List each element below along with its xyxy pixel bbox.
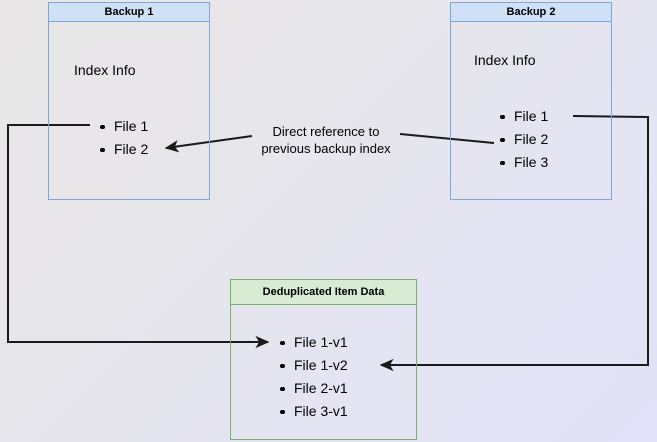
list-item: File 1-v2 bbox=[280, 354, 348, 377]
direct-reference-caption: Direct reference to previous backup inde… bbox=[261, 124, 391, 156]
dedup-header: Deduplicated Item Data bbox=[230, 279, 417, 305]
backup1-header: Backup 1 bbox=[48, 2, 210, 22]
dedup-body bbox=[230, 305, 417, 440]
backup1-index-info-label: Index Info bbox=[74, 62, 136, 78]
list-item: File 1-v1 bbox=[280, 331, 348, 354]
list-item: File 1 bbox=[100, 115, 148, 138]
dedup-file-list: File 1-v1 File 1-v2 File 2-v1 File 3-v1 bbox=[280, 331, 348, 423]
list-item: File 1 bbox=[500, 105, 548, 128]
list-item: File 2 bbox=[100, 138, 148, 161]
list-item: File 3 bbox=[500, 151, 548, 174]
backup1-body bbox=[48, 22, 210, 200]
list-item: File 2 bbox=[500, 128, 548, 151]
list-item: File 3-v1 bbox=[280, 400, 348, 423]
backup1-file-list: File 1 File 2 bbox=[100, 115, 148, 161]
list-item: File 2-v1 bbox=[280, 377, 348, 400]
backup2-header: Backup 2 bbox=[450, 2, 612, 22]
backup2-body bbox=[450, 22, 612, 200]
backup2-index-info-label: Index Info bbox=[474, 52, 536, 68]
backup2-file-list: File 1 File 2 File 3 bbox=[500, 105, 548, 174]
